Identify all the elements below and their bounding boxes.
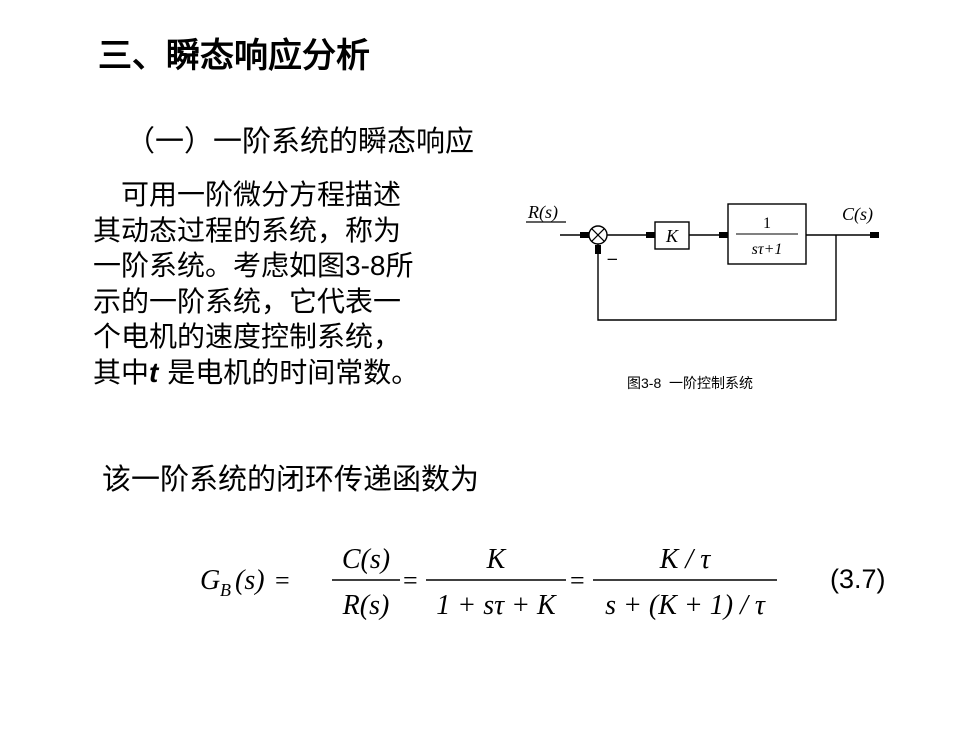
figure-caption-number: 图3-8 bbox=[627, 375, 662, 391]
paragraph-line-6-a: 其中 bbox=[93, 355, 150, 389]
transfer-function-equation: G B (s) = C(s) R(s) = K 1 + sτ + K = K /… bbox=[200, 544, 777, 621]
figure-caption-text: 一阶控制系统 bbox=[669, 375, 754, 391]
equals-sign-3: = bbox=[570, 566, 585, 595]
paragraph-line-1: 可用一阶微分方程描述 bbox=[93, 177, 483, 213]
gain-input-arrow bbox=[646, 232, 655, 238]
paragraph-line-3: 一阶系统。考虑如图3-8所 bbox=[93, 248, 483, 284]
equation-lhs-G: G bbox=[200, 565, 220, 596]
plant-denominator: sτ+1 bbox=[752, 241, 783, 258]
plant-numerator: 1 bbox=[763, 215, 771, 232]
block-diagram: R(s) K 1 sτ+1 C(s) − bbox=[526, 202, 879, 321]
feedback-minus-sign: − bbox=[606, 250, 619, 268]
time-constant-symbol: t bbox=[149, 356, 159, 388]
paragraph-line-6-b: 是电机的时间常数。 bbox=[158, 355, 420, 389]
figure-caption: 图3-8 一阶控制系统 bbox=[627, 373, 753, 393]
section-subtitle: （一）一阶系统的瞬态响应 bbox=[126, 124, 475, 158]
equation-lhs-argument: (s) bbox=[235, 565, 265, 596]
feedback-arrow bbox=[595, 245, 601, 254]
slide-title: 三、瞬态响应分析 bbox=[98, 36, 370, 76]
feedback-path bbox=[597, 235, 837, 321]
gain-block bbox=[654, 221, 690, 250]
input-label: R(s) bbox=[527, 202, 558, 223]
equation-number: (3.7) bbox=[830, 564, 886, 594]
paragraph-line-2: 其动态过程的系统，称为 bbox=[93, 213, 402, 247]
fraction-1-numerator: C(s) bbox=[342, 544, 390, 575]
input-arrow bbox=[580, 232, 589, 238]
paragraph-line-4: 示的一阶系统，它代表一 bbox=[93, 284, 402, 318]
fraction-2-numerator: K bbox=[486, 544, 507, 575]
paragraph-line-1-text: 可用一阶微分方程描述 bbox=[121, 178, 402, 211]
fraction-2-denominator: 1 + sτ + K bbox=[436, 590, 557, 621]
equals-sign-2: = bbox=[403, 566, 418, 595]
fraction-1-denominator: R(s) bbox=[342, 590, 390, 621]
equals-sign-1: = bbox=[275, 566, 290, 595]
plant-input-arrow bbox=[719, 232, 728, 238]
gain-label: K bbox=[665, 226, 679, 246]
paragraph-line-3-b: 所 bbox=[385, 249, 414, 282]
summing-junction-cross-b bbox=[591, 228, 605, 242]
output-arrow bbox=[870, 232, 879, 238]
output-label: C(s) bbox=[842, 204, 873, 225]
paragraph-line-5: 个电机的速度控制系统， bbox=[93, 320, 402, 353]
paragraph-line-6: 其中t 是电机的时间常数。 bbox=[93, 355, 483, 391]
transfer-function-lead: 该一阶系统的闭环传递函数为 bbox=[102, 462, 480, 496]
paragraph-line-3-a: 一阶系统。考虑如图 bbox=[93, 249, 346, 282]
figure-reference: 3-8 bbox=[345, 250, 386, 281]
equation-lhs-subscript: B bbox=[220, 580, 231, 600]
description-paragraph: 可用一阶微分方程描述 其动态过程的系统，称为 一阶系统。考虑如图3-8所 示的一… bbox=[93, 177, 483, 390]
fraction-3-numerator: K / τ bbox=[659, 544, 711, 575]
fraction-3-denominator: s + (K + 1) / τ bbox=[605, 590, 766, 621]
